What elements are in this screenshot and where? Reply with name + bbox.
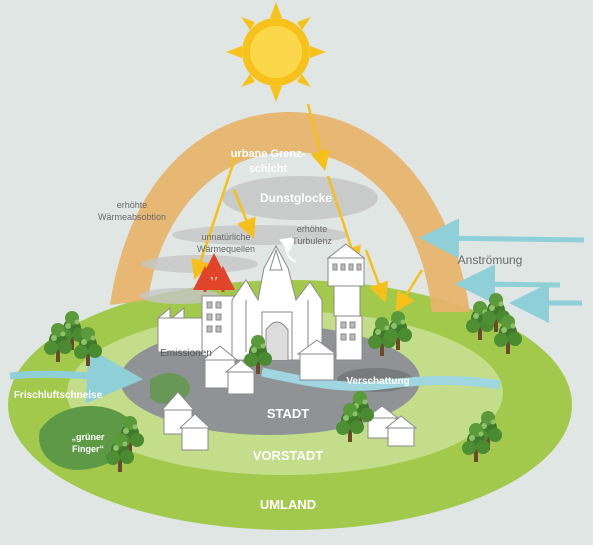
haze-cloud bbox=[172, 225, 348, 245]
suburb-label: VORSTADT bbox=[253, 448, 324, 463]
inflow-label: Anströmung bbox=[458, 253, 523, 267]
green-finger-label: „grüner bbox=[71, 432, 105, 442]
turbulence-label: Turbulenz bbox=[292, 236, 332, 246]
boundary-layer-label: schicht bbox=[249, 163, 288, 175]
boundary-layer-label: urbane Grenz- bbox=[231, 148, 306, 160]
haze-dome-label: Dunstglocke bbox=[260, 191, 332, 205]
shading-label: Verschattung bbox=[346, 376, 409, 387]
city-label: STADT bbox=[267, 406, 309, 421]
green-finger-label: Finger“ bbox=[72, 444, 104, 454]
surroundings-label: UMLAND bbox=[260, 497, 316, 512]
water-tower-icon bbox=[326, 243, 366, 361]
factory-icon bbox=[156, 295, 235, 357]
heat-sources-label: Wärmequellen bbox=[197, 244, 255, 254]
turbulence-arrow bbox=[279, 236, 297, 263]
inflow-arrows bbox=[419, 218, 585, 323]
fresh-air-corridor-label: Frischluftschneise bbox=[14, 390, 103, 401]
heat-sources-label: unnatürliche bbox=[201, 232, 250, 242]
emissions-label: Emissionen bbox=[160, 348, 212, 359]
boundary-layer-dome bbox=[110, 112, 470, 312]
fresh-air-arrow bbox=[9, 347, 143, 404]
heat-arrows bbox=[193, 253, 235, 292]
river bbox=[261, 367, 501, 391]
haze-cloud bbox=[140, 288, 220, 304]
heat-absorption-label: Wärmeabsobtion bbox=[98, 212, 166, 222]
turbulence-label: erhöhte bbox=[297, 224, 328, 234]
sun-icon bbox=[226, 2, 326, 102]
heat-absorption-label: erhöhte bbox=[117, 200, 148, 210]
